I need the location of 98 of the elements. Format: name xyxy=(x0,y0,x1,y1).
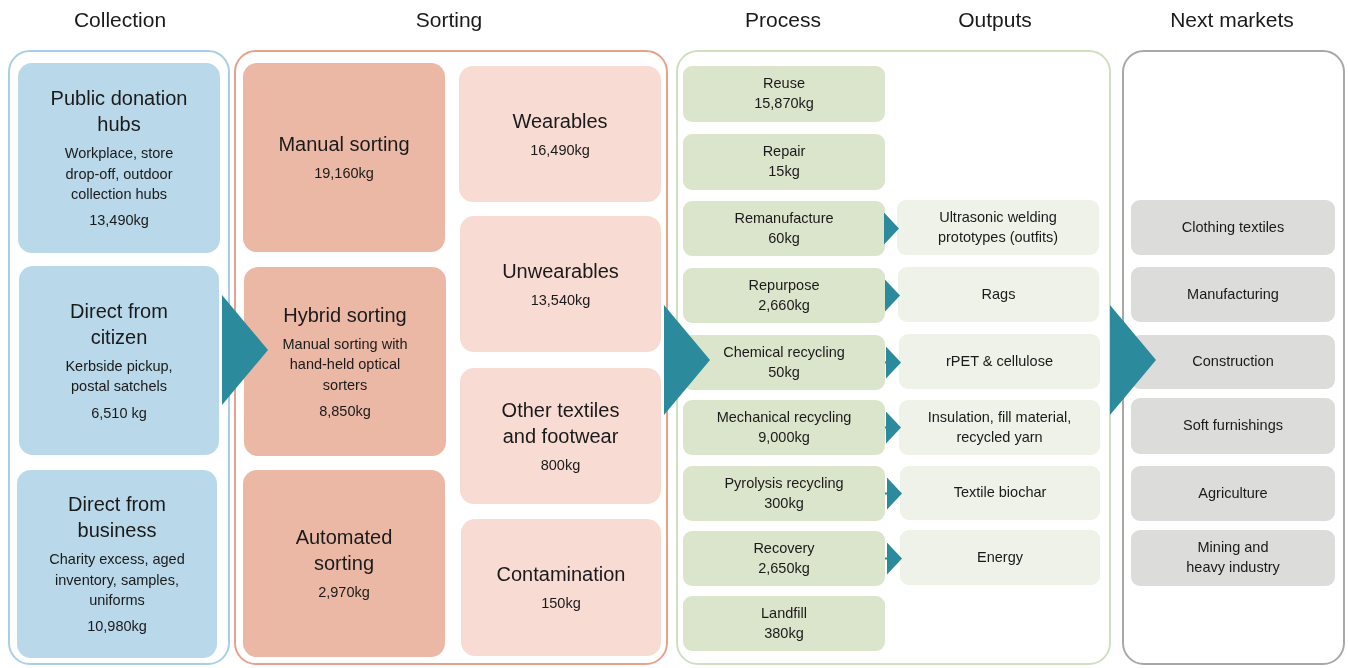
column-heading: Collection xyxy=(73,8,167,32)
process-box xyxy=(683,268,885,323)
box-title: Rags xyxy=(981,284,1016,304)
box-value: 380kg xyxy=(764,623,804,643)
output-box xyxy=(899,334,1100,389)
box-title: Repair xyxy=(762,142,806,162)
box-description: Workplace, store drop-off, outdoor collection hubs xyxy=(63,144,175,204)
box-value: 15,870kg xyxy=(754,94,814,113)
sorting-box xyxy=(243,470,445,657)
output-box xyxy=(897,200,1099,255)
box-title: Chemical recycling xyxy=(723,342,845,362)
category-box xyxy=(461,519,661,656)
process-box xyxy=(683,596,885,651)
market-box xyxy=(1131,335,1335,389)
box-title: Pyrolysis recycling xyxy=(724,473,844,493)
box-title: Direct from business xyxy=(67,492,167,544)
box-description: Charity excess, aged inventory, samples, uniforms xyxy=(48,550,186,610)
category-box xyxy=(460,368,661,504)
process-box xyxy=(683,531,885,586)
box-title: Remanufacture xyxy=(734,208,834,228)
arrow xyxy=(884,477,902,510)
arrow xyxy=(222,295,268,405)
process-box xyxy=(683,466,885,521)
process-box xyxy=(683,201,885,256)
box-value: 19,160kg xyxy=(314,164,374,184)
arrow xyxy=(1110,305,1156,415)
output-box xyxy=(898,267,1099,322)
box-title: Insulation, fill material, recycled yarn xyxy=(926,407,1073,447)
box-value: 10,980kg xyxy=(87,617,147,637)
source-box xyxy=(18,63,220,253)
box-value: 2,660kg xyxy=(758,295,810,315)
arrow xyxy=(884,411,901,444)
box-value: 15kg xyxy=(768,162,800,181)
column-heading: Process xyxy=(745,8,821,32)
box-title: Reuse xyxy=(763,74,805,94)
box-value: 50kg xyxy=(768,362,800,382)
box-value: 16,490kg xyxy=(530,140,590,160)
box-description: Manual sorting with hand-held optical sorters xyxy=(281,334,409,395)
box-title: Automated sorting xyxy=(294,525,394,577)
box-value: 8,850kg xyxy=(319,401,371,421)
box-title: Mechanical recycling xyxy=(716,407,852,427)
arrow xyxy=(884,542,902,575)
box-value: 60kg xyxy=(768,228,800,248)
box-value: 800kg xyxy=(540,455,581,475)
box-title: Wearables xyxy=(512,108,608,134)
box-title: Manufacturing xyxy=(1187,284,1279,304)
process-box xyxy=(683,134,885,190)
box-value: 150kg xyxy=(541,594,581,614)
box-value: 13,540kg xyxy=(530,290,591,310)
box-title: rPET & cellulose xyxy=(946,351,1053,371)
column-heading: Sorting xyxy=(415,8,483,32)
box-value: 2,970kg xyxy=(318,583,370,603)
category-box xyxy=(459,66,661,202)
box-title: Agriculture xyxy=(1198,483,1268,503)
arrow xyxy=(884,346,901,379)
market-box xyxy=(1131,267,1335,322)
box-title: Manual sorting xyxy=(278,132,410,158)
box-title: Landfill xyxy=(761,603,807,623)
market-box xyxy=(1131,530,1335,586)
column-heading: Next markets xyxy=(1170,8,1294,32)
box-title: Soft furnishings xyxy=(1183,416,1283,436)
box-title: Direct from citizen xyxy=(69,299,169,351)
sorting-box xyxy=(244,267,446,456)
box-title: Public donation hubs xyxy=(49,86,189,138)
box-description: Kerbside pickup, postal satchels xyxy=(64,357,174,397)
box-title: Other textiles and footwear xyxy=(500,397,621,449)
box-value: 9,000kg xyxy=(758,427,810,447)
box-title: Recovery xyxy=(753,538,815,558)
box-title: Textile biochar xyxy=(953,483,1047,503)
box-title: Repurpose xyxy=(748,275,820,295)
output-box xyxy=(900,466,1100,520)
box-title: Contamination xyxy=(496,562,626,588)
box-title: Hybrid sorting xyxy=(283,302,407,328)
box-title: Unwearables xyxy=(502,258,619,284)
box-title: Ultrasonic welding prototypes (outfits) xyxy=(936,207,1060,247)
output-box xyxy=(900,530,1100,585)
market-box xyxy=(1131,398,1335,454)
box-value: 2,650kg xyxy=(758,558,810,578)
box-title: Construction xyxy=(1192,352,1274,372)
column-heading: Outputs xyxy=(958,8,1032,32)
box-title: Mining and heavy industry xyxy=(1185,538,1281,577)
box-value: 300kg xyxy=(764,493,804,513)
process-box xyxy=(683,66,885,122)
box-value: 6,510 kg xyxy=(91,403,147,423)
box-title: Clothing textiles xyxy=(1181,217,1285,237)
sorting-box xyxy=(243,63,445,252)
market-box xyxy=(1131,466,1335,521)
source-box xyxy=(19,266,219,455)
arrow xyxy=(884,279,900,312)
arrow xyxy=(664,305,710,415)
box-title: Energy xyxy=(977,547,1023,567)
market-box xyxy=(1131,200,1335,255)
process-box xyxy=(683,400,885,455)
arrow xyxy=(884,212,899,245)
output-box xyxy=(899,400,1100,455)
category-box xyxy=(460,216,661,352)
box-value: 13,490kg xyxy=(89,211,149,231)
source-box xyxy=(17,470,217,658)
